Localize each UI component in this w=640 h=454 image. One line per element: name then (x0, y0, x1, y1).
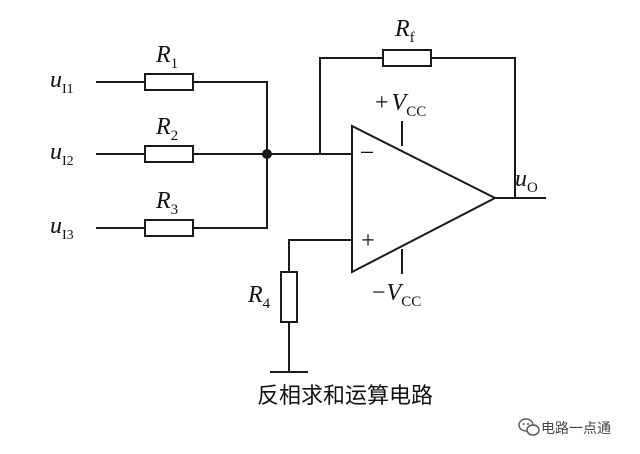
resistor-label-rf: Rf (394, 16, 415, 46)
resistor-rf (382, 49, 432, 67)
noninverting-path (270, 239, 353, 373)
input-label-ui1: uI1 (50, 67, 74, 97)
supply-neg-label: −VCC (372, 280, 421, 310)
resistor-label-r3: R3 (155, 188, 178, 218)
diagram-caption: 反相求和运算电路 (257, 384, 433, 409)
resistor-r1 (144, 73, 194, 91)
input-label-ui2: uI2 (50, 139, 74, 169)
resistor-r4 (280, 271, 298, 323)
watermark-text: 电路一点通 (541, 421, 611, 437)
noninverting-input-sign: + (361, 228, 375, 254)
input-wires (96, 81, 353, 229)
resistor-r3 (144, 219, 194, 237)
op-amp-triangle (351, 124, 498, 274)
output-label-uo: uO (515, 166, 538, 196)
inverting-input-sign: − (360, 138, 375, 167)
summing-junction-node (262, 149, 272, 159)
resistor-label-r2: R2 (155, 114, 178, 144)
input-label-ui3: uI3 (50, 213, 74, 243)
wechat-icon (518, 418, 540, 436)
resistor-label-r4: R4 (247, 282, 271, 312)
resistor-r2 (144, 145, 194, 163)
resistor-label-r1: R1 (155, 42, 178, 72)
supply-pos-label: +VCC (375, 90, 426, 120)
feedback-path (319, 57, 516, 199)
